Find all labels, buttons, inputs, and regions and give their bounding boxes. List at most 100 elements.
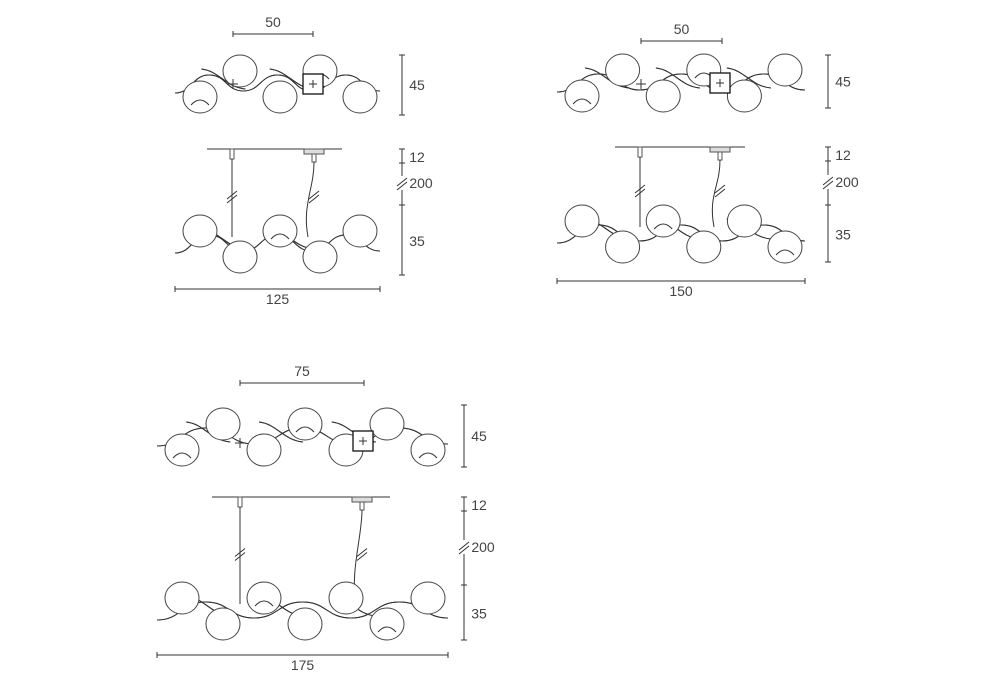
- depth-dimension-label: 45: [409, 77, 425, 93]
- cable-length-label: 200: [835, 174, 859, 190]
- plus-mark: [235, 438, 245, 448]
- side-branch-fill: [655, 67, 700, 89]
- glass-globe: [605, 53, 641, 87]
- globe-opening: [653, 223, 673, 230]
- glass-globe: [182, 214, 218, 248]
- dimension-gap: [462, 540, 466, 554]
- glass-globe: [645, 79, 681, 113]
- plus-mark: [716, 79, 724, 87]
- body-height-label: 35: [409, 233, 425, 249]
- globe-opening: [190, 99, 210, 106]
- globe-opening: [775, 249, 795, 256]
- side-branch-fill: [201, 68, 246, 90]
- chandelier-150: 50 45 12 200 35 150: [556, 21, 859, 299]
- cable-grip: [637, 146, 643, 158]
- glass-globe: [222, 240, 258, 274]
- cable-break-mark: [714, 184, 726, 198]
- cable-break-mark: [458, 541, 470, 555]
- glass-globe: [342, 214, 378, 248]
- glass-globe: [246, 581, 282, 615]
- globe-opening: [172, 452, 192, 459]
- canopy: [709, 146, 731, 153]
- glass-globe: [328, 581, 364, 615]
- dimension-gap: [400, 176, 404, 190]
- glass-globe: [767, 230, 803, 264]
- plus-mark: [309, 80, 317, 88]
- cable-break-mark: [396, 177, 408, 191]
- glass-globe: [410, 581, 446, 615]
- glass-globe: [182, 80, 218, 114]
- canopy-height-label: 12: [409, 149, 425, 165]
- glass-globe: [686, 230, 722, 264]
- glass-globe: [287, 607, 323, 641]
- body-height-label: 35: [835, 227, 851, 243]
- glass-globe: [767, 53, 803, 87]
- globe-opening: [377, 626, 397, 633]
- glass-globe: [287, 407, 323, 441]
- total-width-label: 125: [266, 291, 290, 307]
- chandelier-125: 50 45 12 200 35 125: [174, 14, 433, 307]
- power-cable: [711, 159, 721, 228]
- glass-globe: [262, 80, 298, 114]
- globe-opening: [418, 452, 438, 459]
- cable-grip: [717, 151, 723, 161]
- glass-globe: [369, 607, 405, 641]
- cable-break-mark: [822, 176, 834, 190]
- side-branch-fill: [258, 421, 304, 443]
- canopy: [351, 496, 373, 503]
- glass-globe: [342, 80, 378, 114]
- glass-globe: [369, 407, 405, 441]
- total-width-label: 175: [291, 657, 315, 673]
- depth-dimension-label: 45: [835, 74, 851, 90]
- body-height-label: 35: [471, 606, 487, 622]
- cable-break-mark: [356, 548, 368, 561]
- glass-globe: [564, 204, 600, 238]
- glass-globe: [164, 581, 200, 615]
- spacing-dimension-label: 50: [265, 14, 281, 30]
- glass-globe: [205, 607, 241, 641]
- glass-globe: [645, 204, 681, 238]
- glass-globe: [262, 214, 298, 248]
- plus-mark: [636, 79, 646, 89]
- spacing-dimension-label: 50: [674, 21, 690, 37]
- cable-break-mark: [634, 184, 646, 198]
- globe-opening: [270, 233, 290, 240]
- side-branch-fill: [726, 67, 771, 89]
- glass-globe: [726, 79, 762, 113]
- glass-globe: [164, 433, 200, 467]
- canopy-height-label: 12: [471, 497, 487, 513]
- branch-fill: [156, 601, 449, 621]
- glass-globe: [302, 240, 338, 274]
- power-cable: [305, 161, 315, 238]
- cable-grip: [359, 501, 365, 511]
- cable-length-label: 200: [471, 539, 495, 555]
- cable-grip: [229, 148, 235, 160]
- globe-opening: [572, 98, 592, 105]
- glass-globe: [605, 230, 641, 264]
- cable-break-mark: [308, 190, 320, 204]
- total-width-label: 150: [669, 283, 693, 299]
- canopy: [303, 148, 325, 155]
- side-branch-fill: [585, 67, 630, 89]
- side-branch-fill: [186, 421, 231, 443]
- glass-globe: [410, 433, 446, 467]
- glass-globe: [246, 433, 282, 467]
- plus-mark: [228, 79, 238, 89]
- cable-break-mark: [234, 548, 246, 561]
- cable-length-label: 200: [409, 175, 433, 191]
- dimension-gap: [826, 175, 830, 189]
- spacing-dimension-label: 75: [294, 363, 310, 379]
- cable-grip: [237, 496, 243, 508]
- glass-globe: [726, 204, 762, 238]
- cable-grip: [311, 153, 317, 163]
- branch-fill: [556, 73, 806, 93]
- globe-opening: [295, 426, 315, 433]
- plus-mark: [359, 437, 367, 445]
- glass-globe: [205, 407, 241, 441]
- branch-fill: [174, 74, 381, 94]
- globe-opening: [254, 600, 274, 607]
- depth-dimension-label: 45: [471, 428, 487, 444]
- canopy-height-label: 12: [835, 147, 851, 163]
- chandelier-175: 75 45 12 200 35 175: [156, 363, 495, 673]
